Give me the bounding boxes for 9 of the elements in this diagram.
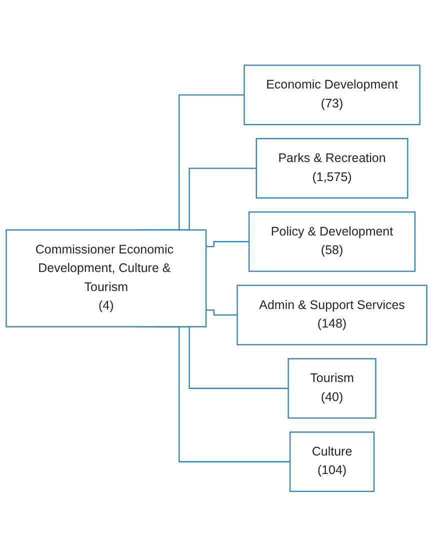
node-box: Tourism (40): [288, 358, 376, 419]
node-box: Commissioner Economic Development, Culture & Tourism (4): [6, 230, 207, 328]
node-box: Policy & Development (58): [248, 212, 416, 272]
connector: [206, 310, 238, 316]
node-box: Economic Development (73): [244, 64, 420, 126]
connector: [206, 241, 250, 248]
node-box: Admin & Support Services (148): [236, 284, 428, 346]
node-box: Culture (104): [289, 432, 375, 492]
node-box: Parks & Recreation (1,575): [256, 138, 408, 199]
